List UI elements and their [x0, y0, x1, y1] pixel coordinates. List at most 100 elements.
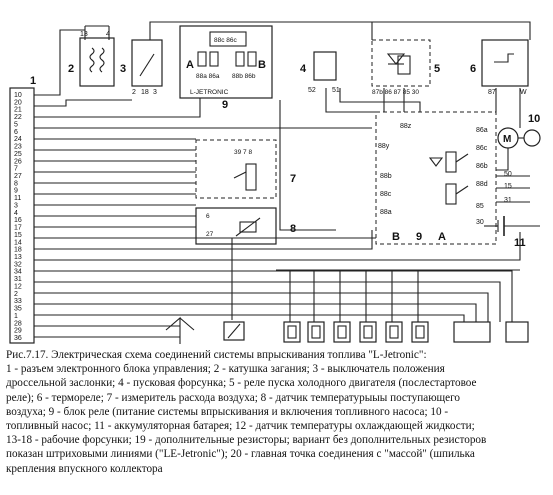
connector-pin-label: 29 — [14, 328, 22, 335]
connector-pin-label: 10 — [14, 92, 22, 99]
label-component-1: 1 — [30, 75, 36, 87]
relay-coil-icon — [445, 151, 457, 173]
svg-text:13: 13 — [80, 31, 88, 38]
svg-text:88a: 88a — [380, 209, 392, 216]
svg-text:88z: 88z — [400, 123, 412, 130]
injector-coil-icon — [337, 325, 347, 339]
svg-text:B: B — [258, 59, 266, 71]
injector-coil-icon — [287, 325, 297, 339]
coil-winding-icon — [89, 47, 95, 73]
connector-pin-label: 22 — [14, 114, 22, 121]
relay-block — [375, 111, 497, 245]
svg-text:85: 85 — [476, 203, 484, 210]
connector-pin-label: 6 — [14, 129, 18, 136]
connector-pin-label: 8 — [14, 180, 18, 187]
label-component-4: 4 — [300, 63, 307, 75]
connector-pin-label: 24 — [14, 136, 22, 143]
caption-line: воздуха; 9 - блок реле (питание системы … — [6, 405, 449, 418]
motor-icon: M — [503, 134, 511, 145]
connector-pin-label: 14 — [14, 239, 22, 246]
connector-pin-label: 9 — [14, 188, 18, 195]
svg-text:86c: 86c — [476, 145, 488, 152]
svg-text:L-JETRONIC: L-JETRONIC — [190, 89, 229, 96]
svg-text:18: 18 — [141, 89, 149, 96]
wiring-harness — [34, 21, 531, 344]
svg-text:87: 87 — [488, 89, 496, 96]
connector-pin-label: 5 — [14, 121, 18, 128]
svg-text:W: W — [520, 89, 527, 96]
ecu-connector-pins: 1020212256242325267278911341617151418133… — [14, 92, 22, 342]
injector — [283, 321, 301, 343]
svg-text:88y: 88y — [378, 143, 390, 150]
relay-block-connector — [179, 25, 273, 99]
throttle-switch — [131, 39, 163, 87]
caption-line: 13-18 - рабочие форсунки; 19 - дополните… — [6, 434, 487, 447]
label-component-10: 10 — [528, 113, 540, 125]
pump-impeller-icon — [523, 129, 541, 147]
thermo-relay — [481, 39, 529, 87]
cold-start-relay — [371, 39, 431, 87]
svg-text:6: 6 — [206, 213, 210, 220]
svg-text:2: 2 — [132, 89, 136, 96]
caption-line: 1 - разъем электронного блока управления… — [6, 363, 445, 376]
connector-pin-label: 16 — [14, 217, 22, 224]
connector-pin-label: 35 — [14, 306, 22, 313]
label-component-9-top: 9 — [222, 99, 228, 111]
label-component-7: 7 — [290, 173, 296, 185]
connector-pin-label: 4 — [14, 210, 18, 217]
thermistor-icon — [239, 221, 257, 233]
connector-pin-label: 13 — [14, 254, 22, 261]
connector-pin-label: 7 — [14, 166, 18, 173]
injector — [385, 321, 403, 343]
caption-line: крепления впускного коллектора — [6, 462, 163, 475]
resistor-pack-left — [453, 321, 491, 343]
svg-text:88a 86a: 88a 86a — [196, 73, 220, 80]
svg-text:88c: 88c — [380, 191, 392, 198]
caption-line: реле); 6 - термореле; 7 - измеритель рас… — [6, 391, 461, 404]
connector-pin-label: 3 — [14, 202, 18, 209]
relay-diode-icon — [428, 157, 444, 167]
connector-pin-label: 25 — [14, 151, 22, 158]
air-flow-meter — [195, 139, 277, 199]
caption-line: дроссельной заслонки; 4 - пусковая форсу… — [6, 377, 477, 390]
cold-start-injector — [313, 51, 337, 81]
label-component-9: 9 — [416, 231, 422, 243]
ignition-coil — [79, 37, 115, 87]
svg-text:51: 51 — [332, 87, 340, 94]
svg-text:50: 50 — [504, 171, 512, 178]
svg-text:A: A — [186, 59, 194, 71]
connector-pin-label: 20 — [14, 99, 22, 106]
injectors: 131415161718 — [283, 321, 429, 343]
svg-text:30: 30 — [476, 219, 484, 226]
connector-pin-label: 27 — [14, 173, 22, 180]
injector-coil-icon — [311, 325, 321, 339]
svg-text:52: 52 — [308, 87, 316, 94]
injector — [333, 321, 351, 343]
svg-text:4: 4 — [106, 31, 110, 38]
connector-pin-label: 33 — [14, 298, 22, 305]
figure-caption: Рис.7.17. Электрическая схема соединений… — [6, 348, 548, 476]
label-component-6: 6 — [470, 63, 476, 75]
caption-line: Рис.7.17. Электрическая схема соединений… — [6, 349, 427, 361]
connector-pin-label: 12 — [14, 283, 22, 290]
svg-text:31: 31 — [504, 197, 512, 204]
connector-pin-label: 11 — [14, 195, 21, 202]
connector-pin-label: 1 — [14, 313, 18, 320]
connector-pin-label: 17 — [14, 225, 22, 232]
svg-text:88d: 88d — [476, 181, 488, 188]
injector — [411, 321, 429, 343]
svg-text:88c 86c: 88c 86c — [214, 37, 238, 44]
injector-coil-icon — [415, 325, 425, 339]
caption-line: топливный насос; 11 - аккумуляторная бат… — [6, 420, 475, 433]
diode-icon — [386, 53, 406, 65]
connector-pin-label: 32 — [14, 261, 22, 268]
svg-text:15: 15 — [504, 183, 512, 190]
connector-pin-label: 34 — [14, 269, 22, 276]
injector — [307, 321, 325, 343]
connector-pin-label: 23 — [14, 144, 22, 151]
connector-pin-label: 18 — [14, 247, 22, 254]
svg-text:39 7 8: 39 7 8 — [234, 149, 252, 156]
svg-text:A: A — [438, 231, 446, 243]
connector-pin-label: 36 — [14, 335, 22, 342]
svg-text:3: 3 — [153, 89, 157, 96]
